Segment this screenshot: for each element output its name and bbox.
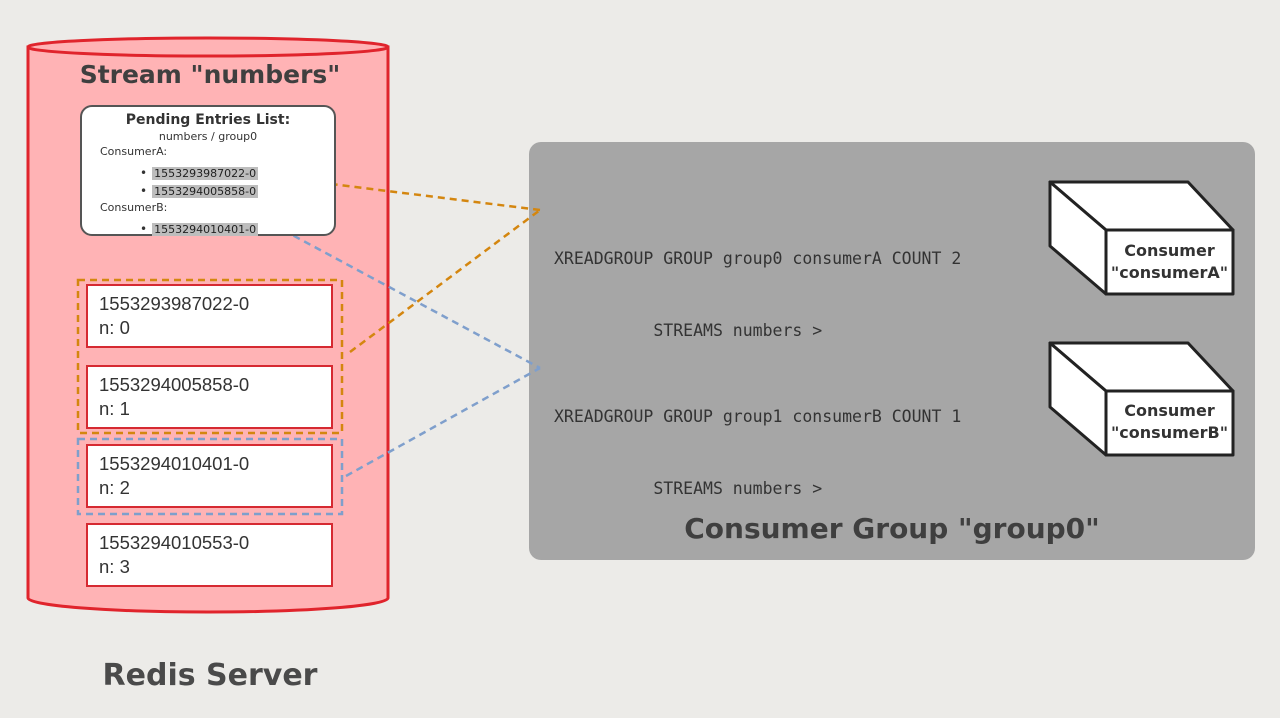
consumer-b-box <box>1048 341 1235 457</box>
consumer-b-label: Consumer "consumerB" <box>1106 400 1233 444</box>
entry-value: n: 1 <box>99 398 130 419</box>
consumer-b-entries-outline <box>76 437 344 516</box>
consumer-a-label: Consumer "consumerA" <box>1106 240 1233 284</box>
consumer-label-line: "consumerA" <box>1110 263 1229 282</box>
stream-title: Stream "numbers" <box>79 60 341 89</box>
stream-entry: 1553293987022-0 n: 0 <box>86 284 333 348</box>
server-title: Redis Server <box>102 658 318 693</box>
consumer-label-line: Consumer <box>1124 401 1215 420</box>
command-line: XREADGROUP GROUP group1 consumerB COUNT … <box>554 407 962 426</box>
entries-to-command-a-line <box>349 208 541 354</box>
pel-consumer-a-item: • 1553293987022-0 <box>140 162 259 181</box>
entry-value: n: 2 <box>99 477 130 498</box>
stream-entry: 1553294010401-0 n: 2 <box>86 444 333 508</box>
entry-id: 1553294005858-0 <box>99 374 250 395</box>
command-line: XREADGROUP GROUP group0 consumerA COUNT … <box>554 249 962 268</box>
consumer-label-line: Consumer <box>1124 241 1215 260</box>
pel-to-command-b-line <box>282 228 541 370</box>
pel-entry-id: 1553294005858-0 <box>152 185 259 198</box>
entry-value: n: 3 <box>99 556 130 577</box>
stream-entry: 1553294005858-0 n: 1 <box>86 365 333 429</box>
pel-entry-id: 1553293987022-0 <box>152 167 259 180</box>
pel-consumer-b-item: • 1553294010401-0 <box>140 218 259 237</box>
pel-entry-id: 1553294010401-0 <box>152 223 259 236</box>
pel-subtitle: numbers / group0 <box>158 130 258 143</box>
stream-entry: 1553294010553-0 n: 3 <box>86 523 333 587</box>
pel-consumer-a-item: • 1553294005858-0 <box>140 180 259 199</box>
consumer-label-line: "consumerB" <box>1110 423 1229 442</box>
bullet-icon: • <box>140 166 148 180</box>
entry-value: n: 0 <box>99 317 130 338</box>
command-b: XREADGROUP GROUP group1 consumerB COUNT … <box>554 357 961 525</box>
command-line: STREAMS numbers > <box>554 321 823 340</box>
consumer-a-entries-outline <box>76 278 344 435</box>
pel-title: Pending Entries List: <box>125 112 291 128</box>
consumer-group-title: Consumer Group "group0" <box>684 512 1100 545</box>
command-line: STREAMS numbers > <box>554 479 823 498</box>
pending-entries-list: Pending Entries List: numbers / group0 C… <box>80 105 336 236</box>
entry-id: 1553293987022-0 <box>99 293 250 314</box>
entry-id: 1553294010401-0 <box>99 453 250 474</box>
command-a: XREADGROUP GROUP group0 consumerA COUNT … <box>554 199 961 367</box>
pel-consumer-a-label: ConsumerA: <box>100 145 168 158</box>
entry-id: 1553294010553-0 <box>99 532 250 553</box>
consumer-a-box <box>1048 180 1235 296</box>
pel-consumer-b-label: ConsumerB: <box>100 201 168 214</box>
entries-to-command-b-line <box>345 366 541 478</box>
bullet-icon: • <box>140 222 148 236</box>
bullet-icon: • <box>140 184 148 198</box>
